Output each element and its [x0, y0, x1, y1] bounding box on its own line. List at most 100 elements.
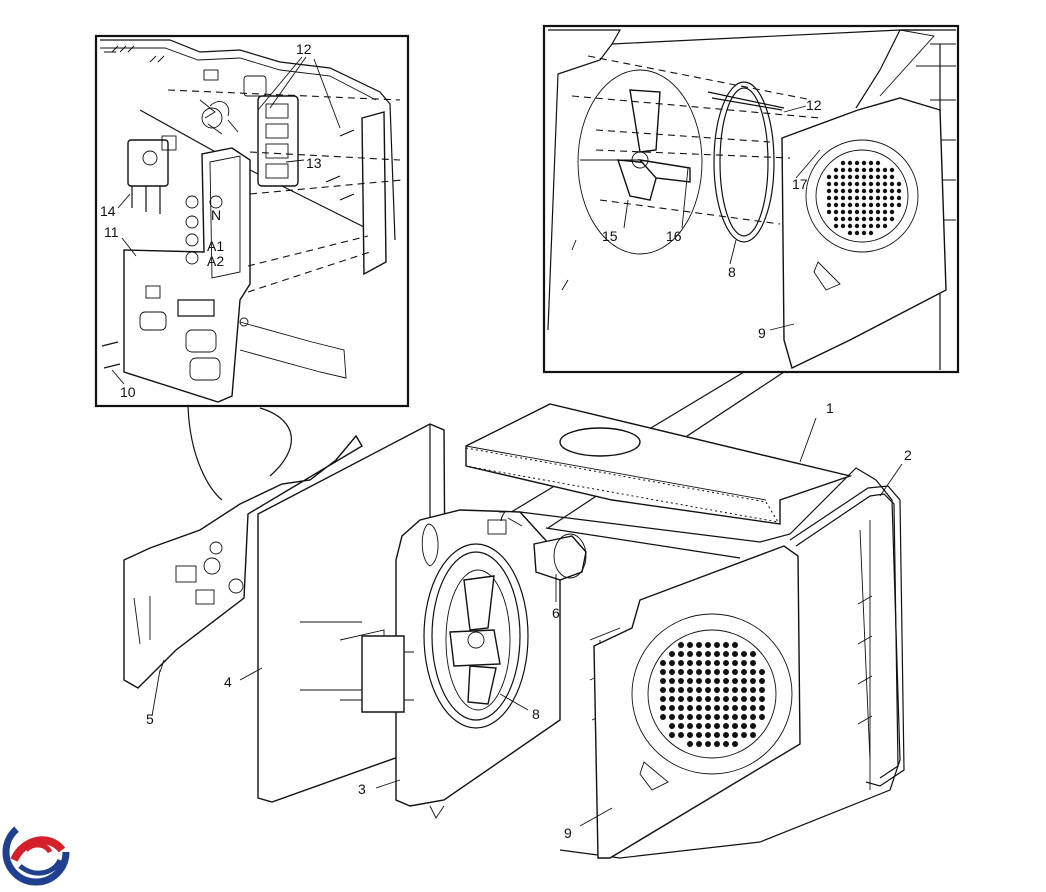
grille-hole [833, 174, 839, 180]
oven-lamp [487, 519, 587, 581]
grille-hole [868, 202, 874, 208]
grille-hole [732, 732, 738, 738]
grille-hole [732, 714, 738, 720]
grille-hole [714, 741, 720, 747]
grille-hole [660, 669, 666, 675]
grille-hole [678, 660, 684, 666]
grille-hole [687, 669, 693, 675]
grille-hole [732, 741, 738, 747]
callout-5: 5 [146, 711, 154, 727]
grille-hole [723, 723, 729, 729]
grille-hole [687, 678, 693, 684]
grille-hole [705, 705, 711, 711]
grille-hole [882, 174, 888, 180]
grille-hole [696, 669, 702, 675]
grille-hole [826, 195, 832, 201]
grille-hole [732, 642, 738, 648]
grille-hole [741, 705, 747, 711]
grille-hole [741, 723, 747, 729]
grille-hole [896, 202, 902, 208]
grille-hole [868, 174, 874, 180]
grille-hole [759, 678, 765, 684]
grille-hole [840, 174, 846, 180]
grille-hole [854, 188, 860, 194]
grille-hole [750, 705, 756, 711]
grille-hole [660, 714, 666, 720]
callout-6: 6 [552, 605, 560, 621]
grille-hole [840, 181, 846, 187]
fan-blade [577, 69, 703, 255]
grille-hole [660, 705, 666, 711]
grille-hole [696, 705, 702, 711]
grille-hole [759, 669, 765, 675]
grille-hole [889, 195, 895, 201]
grille-hole [854, 223, 860, 229]
grille-hole [889, 174, 895, 180]
grille-hole [750, 732, 756, 738]
grille-hole [861, 181, 867, 187]
terminal-label-a2: A2 [207, 253, 224, 269]
grille-hole [741, 714, 747, 720]
grille-hole [687, 687, 693, 693]
grille-hole [705, 732, 711, 738]
grille-hole [833, 195, 839, 201]
grille-hole [896, 188, 902, 194]
grille-hole [705, 687, 711, 693]
grille-hole [861, 209, 867, 215]
grille-hole [687, 714, 693, 720]
grille-hole [875, 174, 881, 180]
grille-hole [840, 209, 846, 215]
grille-hole [882, 223, 888, 229]
grille-hole [669, 714, 675, 720]
inset-fan-element [542, 24, 960, 374]
grille-hole [847, 216, 853, 222]
grille-hole [741, 669, 747, 675]
callout-4: 4 [224, 674, 232, 690]
grille-hole [705, 678, 711, 684]
grille-hole [705, 696, 711, 702]
grille-hole [861, 160, 867, 166]
grille-hole [723, 687, 729, 693]
thermostat [127, 135, 177, 214]
grille-hole [854, 230, 860, 236]
grille-hole [723, 669, 729, 675]
zoom-connector-left [187, 405, 292, 501]
grille-hole [875, 181, 881, 187]
grille-hole [732, 687, 738, 693]
inset-control-panel: N A1 A2 [94, 34, 410, 408]
grille-hole [840, 160, 846, 166]
grille-hole [875, 209, 881, 215]
grille-hole [696, 714, 702, 720]
grille-hole [732, 705, 738, 711]
grille-hole [678, 642, 684, 648]
grille-hole [759, 705, 765, 711]
grille-hole [847, 174, 853, 180]
top-insulation [465, 403, 853, 525]
grille-hole [723, 642, 729, 648]
callout-11: 11 [104, 224, 119, 240]
grille-hole [696, 687, 702, 693]
grille-hole [714, 651, 720, 657]
grille-hole [826, 181, 832, 187]
callout-15: 15 [602, 228, 618, 244]
grille-hole [705, 741, 711, 747]
grille-hole [705, 651, 711, 657]
grille-hole [875, 202, 881, 208]
grille-hole [833, 167, 839, 173]
grille-hole [759, 696, 765, 702]
grille-hole [854, 202, 860, 208]
grille-hole [669, 651, 675, 657]
grille-hole [868, 181, 874, 187]
callout-10: 10 [120, 384, 136, 400]
callout-9-inset: 9 [758, 325, 766, 341]
grille-hole [840, 195, 846, 201]
grille-hole [714, 705, 720, 711]
grille-hole [669, 660, 675, 666]
grille-hole [882, 181, 888, 187]
grille-hole [687, 660, 693, 666]
callout-14: 14 [100, 203, 116, 219]
grille-hole [669, 696, 675, 702]
grille-hole [678, 705, 684, 711]
grille-hole [882, 209, 888, 215]
mounting-bracket: N A1 A2 [123, 147, 347, 403]
